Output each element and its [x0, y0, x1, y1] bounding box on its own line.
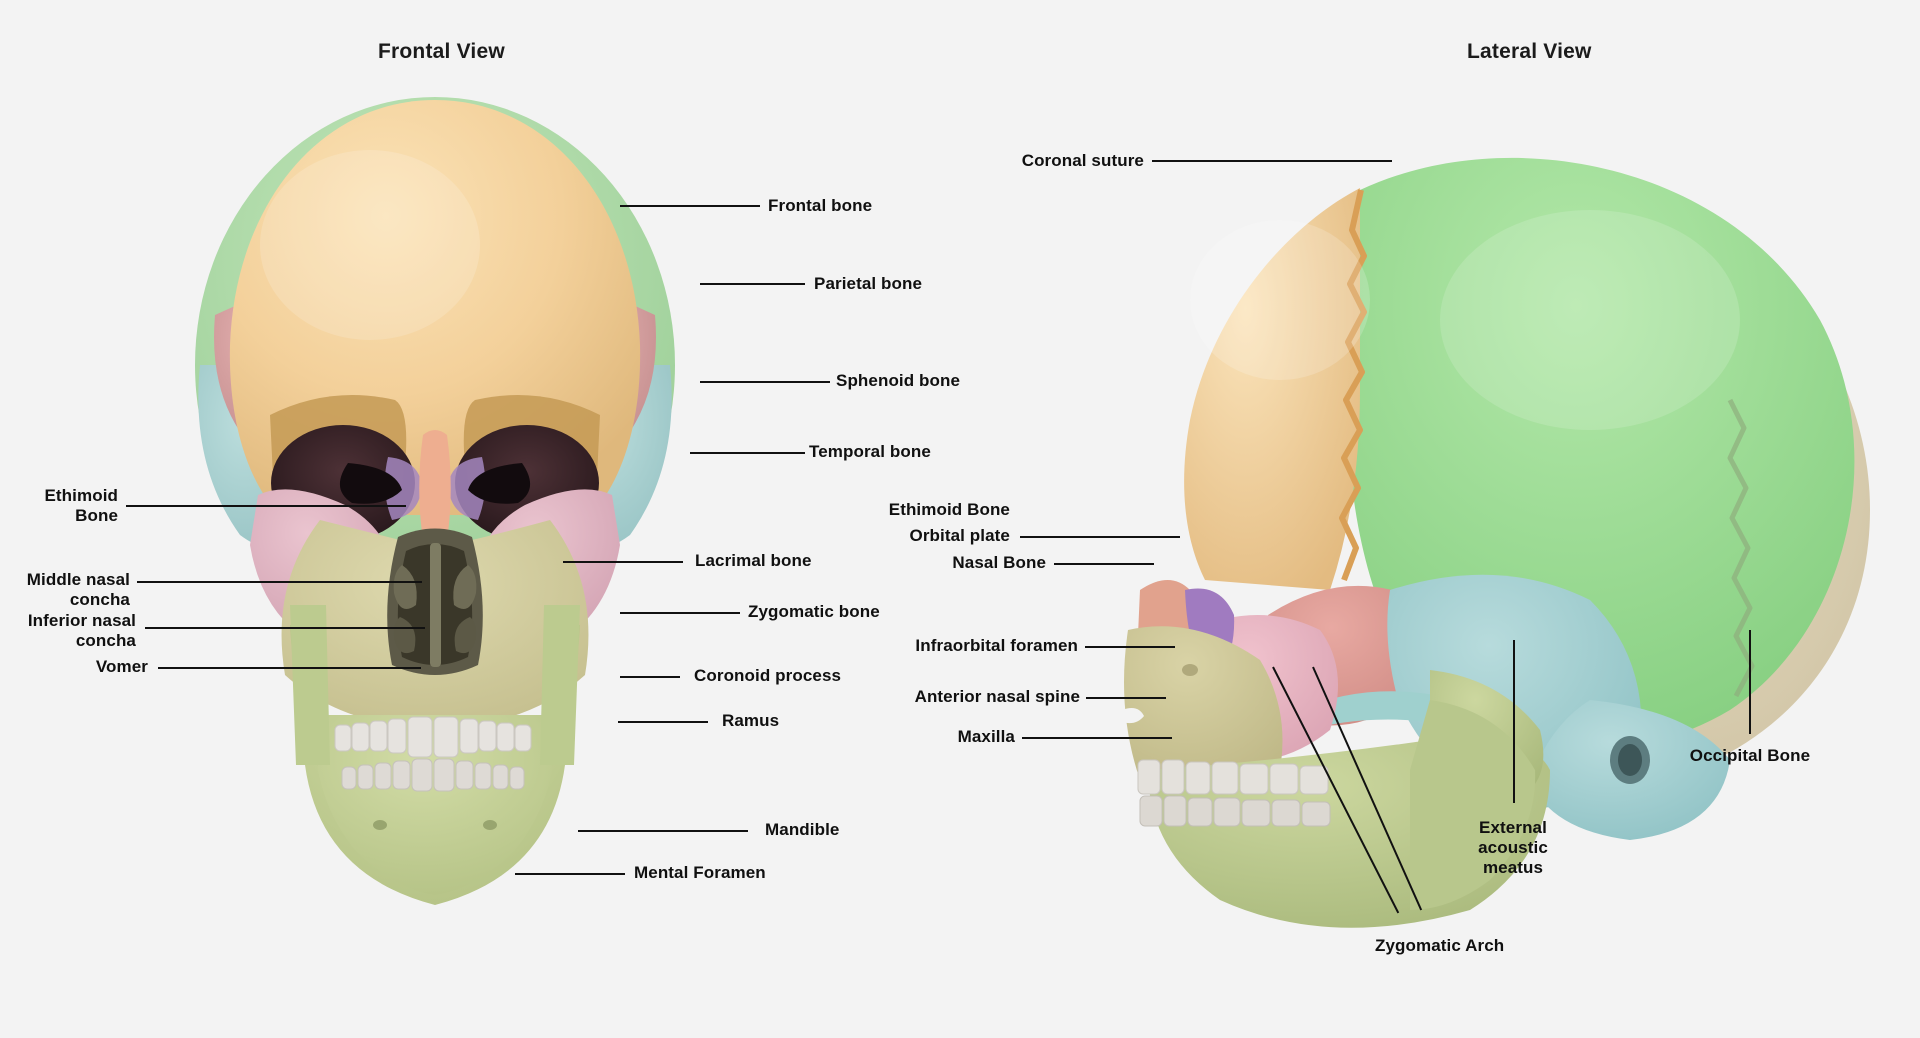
label-ethimoid-bone-line2: Bone [75, 506, 118, 525]
label-middle-nasal-concha-line1: Middle nasal [26, 570, 130, 589]
leader-vomer [158, 667, 421, 669]
label-eam-line1: External [1479, 818, 1547, 837]
label-eam-line2: acoustic [1478, 838, 1548, 857]
label-lacrimal-bone: Lacrimal bone [695, 551, 812, 570]
label-mental-foramen: Mental Foramen [634, 863, 766, 882]
leader-external-acoustic-meatus [1513, 640, 1515, 803]
label-ethimoid-bone-line1: Ethimoid [44, 486, 118, 505]
label-eam-line3: meatus [1482, 858, 1544, 877]
leader-coronoid-process [620, 676, 680, 678]
leader-parietal-bone [700, 283, 805, 285]
leader-infraorbital-foramen [1085, 646, 1175, 648]
lateral-view-title: Lateral View [1467, 40, 1592, 63]
label-anterior-nasal-spine: Anterior nasal spine [914, 687, 1080, 706]
frontal-skull-illustration [130, 65, 740, 945]
leader-sphenoid-bone [700, 381, 830, 383]
label-coronoid-process: Coronoid process [694, 666, 842, 685]
label-maxilla: Maxilla [957, 727, 1015, 746]
label-occipital-bone: Occipital Bone [1689, 746, 1811, 765]
lateral-skull-illustration [1030, 70, 1900, 940]
leader-middle-nasal-concha [137, 581, 422, 583]
label-parietal-bone: Parietal bone [814, 274, 923, 293]
label-coronal-suture: Coronal suture [1021, 151, 1144, 170]
leader-coronal-suture [1152, 160, 1392, 162]
leader-anterior-nasal-spine [1086, 697, 1166, 699]
label-middle-nasal-concha-line2: concha [69, 590, 130, 609]
label-sphenoid-bone: Sphenoid bone [836, 371, 961, 390]
leader-frontal-bone [620, 205, 760, 207]
leader-lacrimal-bone [563, 561, 683, 563]
leader-mental-foramen [515, 873, 625, 875]
label-nasal-bone: Nasal Bone [952, 553, 1046, 572]
frontal-skull-svg [195, 97, 675, 905]
leader-ethimoid-bone-frontal [126, 505, 406, 507]
label-inferior-nasal-concha-line1: Inferior nasal [27, 611, 136, 630]
leader-maxilla [1022, 737, 1172, 739]
label-ethimoid-bone-lateral: Ethimoid Bone [888, 500, 1010, 519]
label-orbital-plate: Orbital plate [909, 526, 1010, 545]
label-zygomatic-arch: Zygomatic Arch [1375, 936, 1505, 955]
leader-orbital-plate [1020, 536, 1180, 538]
lateral-skull-svg [1122, 157, 1870, 928]
label-temporal-bone: Temporal bone [809, 442, 931, 461]
leader-temporal-bone [690, 452, 805, 454]
leader-inferior-nasal-concha [145, 627, 425, 629]
label-zygomatic-bone: Zygomatic bone [748, 602, 880, 621]
leader-ramus [618, 721, 708, 723]
leader-mandible [578, 830, 748, 832]
frontal-view-title: Frontal View [378, 40, 505, 63]
label-frontal-bone: Frontal bone [768, 196, 873, 215]
label-vomer: Vomer [95, 657, 148, 676]
leader-nasal-bone [1054, 563, 1154, 565]
leader-occipital-bone [1749, 630, 1751, 734]
label-inferior-nasal-concha-line2: concha [75, 631, 136, 650]
label-infraorbital-foramen: Infraorbital foramen [915, 636, 1078, 655]
label-mandible: Mandible [765, 820, 840, 839]
leader-zygomatic-bone [620, 612, 740, 614]
label-ramus: Ramus [722, 711, 780, 730]
